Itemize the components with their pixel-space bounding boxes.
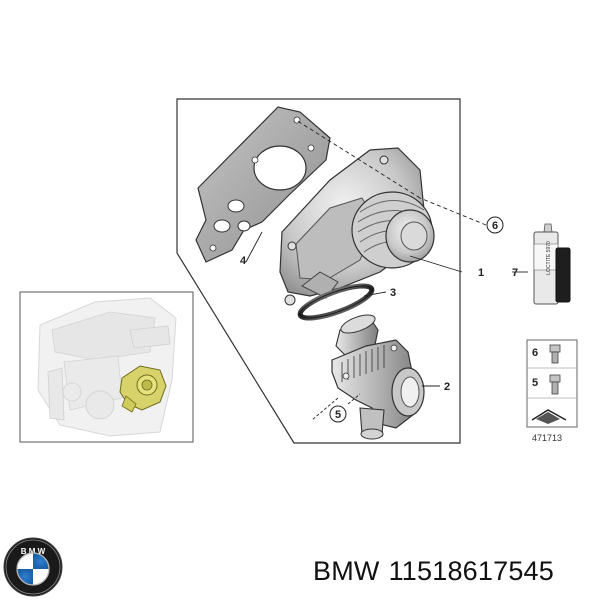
bolt-6-icon — [549, 344, 561, 364]
callout-1: 1 — [478, 267, 484, 279]
sealant-tube-label: LOCTITE 5970 — [546, 241, 552, 275]
gasket-part-4 — [195, 106, 331, 263]
callout-7: 7 — [512, 267, 518, 279]
highlighted-water-pump — [119, 365, 167, 413]
callout-6: 6 — [492, 220, 498, 232]
svg-text:B M W: B M W — [21, 547, 46, 556]
water-pump-part-1 — [279, 147, 435, 306]
brand-name: BMW — [313, 556, 380, 586]
part-number: 11518617545 — [388, 556, 554, 586]
callout-4: 4 — [240, 255, 247, 267]
bolt-legend: 6 5 — [526, 339, 578, 428]
bolt-5-icon — [549, 374, 561, 395]
diagram-number: 471713 — [532, 433, 562, 443]
legend-label-5: 5 — [532, 377, 538, 389]
callout-6-circle: 6 — [486, 216, 504, 234]
callout-5-circle: 5 — [329, 405, 347, 423]
assembly-frame — [176, 98, 461, 444]
legend-label-6: 6 — [532, 347, 538, 359]
callout-3: 3 — [390, 287, 396, 299]
engine-inset — [19, 291, 194, 443]
thermostat-part-2 — [331, 314, 425, 440]
sealant-tube-part-7: LOCTITE 5970 — [533, 223, 571, 305]
callout-2: 2 — [444, 381, 450, 393]
o-ring-part-3 — [297, 283, 375, 321]
bmw-logo: B M W — [3, 537, 63, 597]
callout-5: 5 — [335, 409, 341, 421]
wrench-icon — [531, 409, 567, 424]
leader-lines — [245, 119, 528, 421]
part-caption: BMW 11518617545 — [313, 556, 554, 587]
